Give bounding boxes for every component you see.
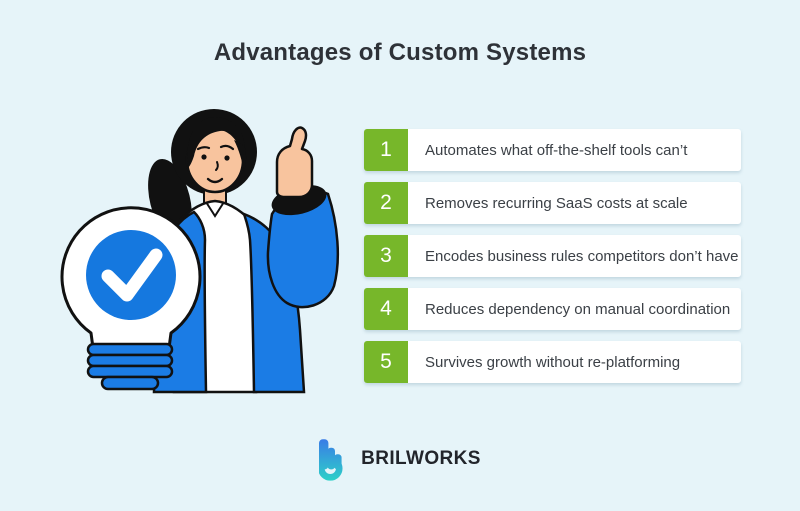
left-eyebrow [196, 146, 211, 151]
thumbs-up-hand [275, 126, 314, 199]
bulb-base-cap [100, 375, 160, 391]
item-text: Survives growth without re-platforming [425, 353, 681, 371]
woman-thumbs-up-lightbulb-illustration [48, 90, 348, 400]
hair-temple [234, 140, 247, 172]
illustration-svg [60, 109, 340, 394]
checkmark-icon [101, 248, 163, 302]
page-title: Advantages of Custom Systems [213, 39, 587, 66]
bulb-screw-bar [86, 342, 174, 357]
hair-bangs [187, 117, 245, 168]
bulb-screw-bar [86, 364, 174, 379]
smile [206, 177, 224, 184]
item-text: Automates what off-the-shelf tools can’t [425, 141, 688, 159]
brilworks-b-icon [319, 439, 343, 481]
item-number-badge: 4 [364, 288, 408, 330]
right-eyebrow [219, 144, 235, 151]
advantages-list: 1 Automates what off-the-shelf tools can… [364, 129, 741, 383]
bulb-screw-bar [86, 353, 174, 368]
list-item: 1 Automates what off-the-shelf tools can… [364, 129, 741, 171]
right-eye [224, 155, 230, 161]
check-circle [86, 230, 176, 320]
nose [215, 161, 219, 171]
brilworks-logo-text: BRILWORKS [361, 448, 481, 469]
item-number-badge: 3 [364, 235, 408, 277]
brilworks-logo: BRILWORKS [0, 436, 800, 482]
list-item: 3 Encodes business rules competitors don… [364, 235, 741, 277]
list-item: 2 Removes recurring SaaS costs at scale [364, 182, 741, 224]
item-number-badge: 5 [364, 341, 408, 383]
collar [205, 201, 225, 218]
item-text: Encodes business rules competitors don’t… [425, 247, 739, 265]
list-item: 4 Reduces dependency on manual coordinat… [364, 288, 741, 330]
item-text: Reduces dependency on manual coordinatio… [425, 300, 731, 318]
item-text: Removes recurring SaaS costs at scale [425, 194, 688, 212]
item-number-badge: 1 [364, 129, 408, 171]
left-eye [201, 154, 207, 160]
lightbulb-icon [60, 206, 202, 391]
list-item: 5 Survives growth without re-platforming [364, 341, 741, 383]
item-number-badge: 2 [364, 182, 408, 224]
